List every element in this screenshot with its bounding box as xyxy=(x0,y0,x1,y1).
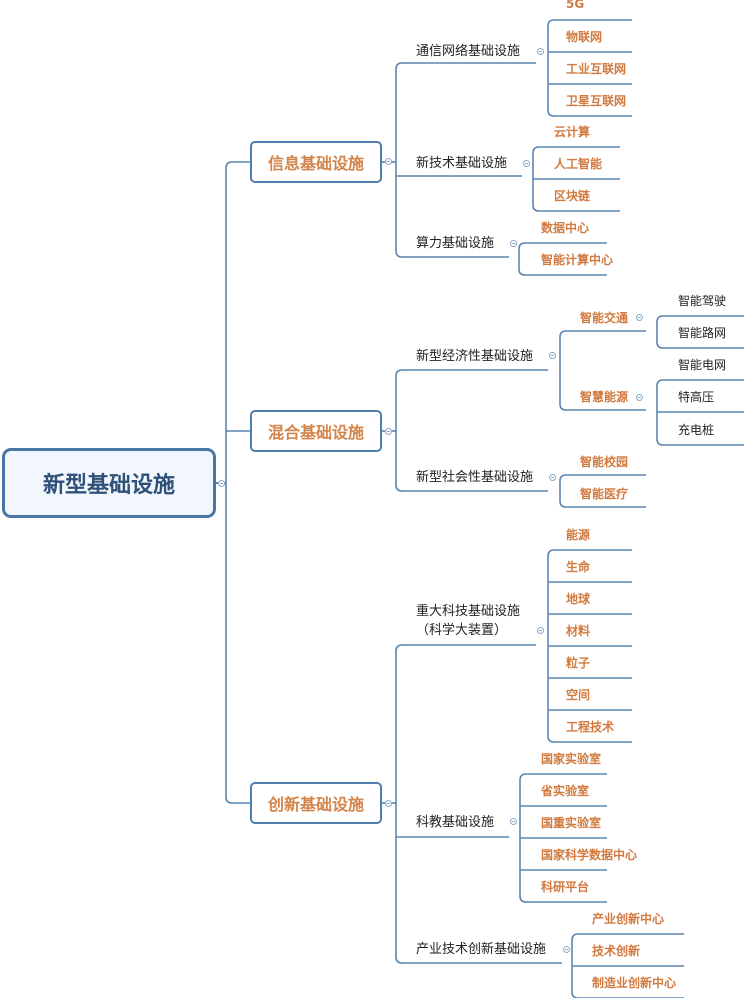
group-economic[interactable]: 新型经济性基础设施 xyxy=(416,349,534,364)
connector-line xyxy=(547,735,632,743)
leaf-national-lab[interactable]: 国家实验室 xyxy=(541,752,602,766)
collapse-icon[interactable] xyxy=(636,314,643,321)
connector-line xyxy=(395,644,536,652)
connector-line xyxy=(225,796,250,804)
connector-line xyxy=(395,250,509,258)
group-major-tech[interactable]: 重大科技基础设施 xyxy=(416,604,521,619)
connector-line xyxy=(519,773,607,781)
group-major-tech-sub: （科学大装置） xyxy=(416,623,508,638)
leaf-intelligent-computing[interactable]: 智能计算中心 xyxy=(541,253,614,267)
leaf-iot[interactable]: 物联网 xyxy=(566,30,603,44)
leaf-smart-traffic[interactable]: 智能交通 xyxy=(580,311,629,325)
collapse-icon[interactable] xyxy=(510,818,517,825)
leaf-blockchain[interactable]: 区块链 xyxy=(554,189,591,203)
connector-line xyxy=(559,403,646,411)
leaf-industry-innovation-center[interactable]: 产业创新中心 xyxy=(592,912,665,926)
collapse-icon[interactable] xyxy=(563,946,570,953)
leaf-materials[interactable]: 材料 xyxy=(566,624,591,638)
connector-line xyxy=(656,379,744,387)
connector-line xyxy=(547,109,632,117)
collapse-icon[interactable] xyxy=(510,240,517,247)
group-comm-network[interactable]: 通信网络基础设施 xyxy=(416,44,521,59)
root-node[interactable]: 新型基础设施 xyxy=(2,448,216,518)
leaf-earth[interactable]: 地球 xyxy=(566,592,591,606)
collapse-icon[interactable] xyxy=(385,800,392,807)
leaf-cloud[interactable]: 云计算 xyxy=(554,125,591,139)
connector-line xyxy=(571,991,684,998)
connector-line xyxy=(547,549,632,557)
collapse-icon[interactable] xyxy=(523,160,530,167)
category-label: 混合基础设施 xyxy=(267,423,364,442)
leaf-smart-energy[interactable]: 智慧能源 xyxy=(580,390,629,404)
connector-line xyxy=(547,19,632,27)
connector-line xyxy=(559,474,646,482)
leaf-ai[interactable]: 人工智能 xyxy=(554,157,603,171)
category-node-hybrid[interactable]: 混合基础设施 xyxy=(250,410,382,452)
collapse-icon[interactable] xyxy=(385,428,392,435)
category-node-info[interactable]: 信息基础设施 xyxy=(250,141,382,183)
leaf-smart-campus[interactable]: 智能校园 xyxy=(580,455,629,469)
group-social[interactable]: 新型社会性基础设施 xyxy=(416,470,534,485)
collapse-icon[interactable] xyxy=(537,48,544,55)
category-label: 信息基础设施 xyxy=(267,154,364,173)
connector-line xyxy=(395,369,548,377)
group-industry[interactable]: 产业技术创新基础设施 xyxy=(416,942,547,957)
connector-line xyxy=(532,204,620,212)
connector-line xyxy=(519,895,607,903)
group-compute[interactable]: 算力基础设施 xyxy=(416,236,495,251)
collapse-icon[interactable] xyxy=(549,352,556,359)
leaf-sci-data-center[interactable]: 国家科学数据中心 xyxy=(541,848,638,862)
collapse-icon[interactable] xyxy=(385,158,392,165)
leaf-manufacturing-innovation-center[interactable]: 制造业创新中心 xyxy=(592,976,677,990)
connector-line xyxy=(395,484,548,492)
leaf-charging-pile[interactable]: 充电桩 xyxy=(678,423,715,437)
collapse-icon[interactable] xyxy=(549,474,556,481)
leaf-data-center[interactable]: 数据中心 xyxy=(541,221,590,235)
group-new-tech[interactable]: 新技术基础设施 xyxy=(416,156,508,171)
leaf-key-lab[interactable]: 国重实验室 xyxy=(541,816,602,830)
leaf-smart-medical[interactable]: 智能医疗 xyxy=(580,487,629,501)
connector-line xyxy=(225,161,250,169)
leaf-uhv[interactable]: 特高压 xyxy=(678,390,715,404)
group-sci-edu[interactable]: 科教基础设施 xyxy=(416,815,495,830)
connector-line xyxy=(395,62,536,70)
connector-line xyxy=(518,268,607,276)
category-node-innovation[interactable]: 创新基础设施 xyxy=(250,782,382,824)
connector-line xyxy=(571,933,684,941)
leaf-life[interactable]: 生命 xyxy=(566,560,591,574)
connector-line xyxy=(518,242,607,250)
leaf-space[interactable]: 空间 xyxy=(566,688,591,702)
leaf-provincial-lab[interactable]: 省实验室 xyxy=(541,784,590,798)
connector-line xyxy=(559,330,646,338)
leaf-smart-driving[interactable]: 智能驾驶 xyxy=(678,294,727,308)
leaf-industrial-internet[interactable]: 工业互联网 xyxy=(566,62,627,76)
leaf-energy[interactable]: 能源 xyxy=(566,528,591,542)
category-label: 创新基础设施 xyxy=(267,795,364,814)
root-label: 新型基础设施 xyxy=(42,473,175,498)
connector-line xyxy=(559,500,646,508)
leaf-5g[interactable]: 5G xyxy=(566,0,585,11)
connector-line xyxy=(656,315,744,323)
leaf-smart-road[interactable]: 智能路网 xyxy=(678,326,727,340)
leaf-engineering[interactable]: 工程技术 xyxy=(566,720,615,734)
leaf-tech-innovation[interactable]: 技术创新 xyxy=(592,944,641,958)
connector-line xyxy=(395,956,562,964)
leaf-particles[interactable]: 粒子 xyxy=(566,656,591,670)
connector-line xyxy=(656,438,744,446)
collapse-icon[interactable] xyxy=(636,394,643,401)
leaf-smart-grid[interactable]: 智能电网 xyxy=(678,358,727,372)
leaf-satellite-internet[interactable]: 卫星互联网 xyxy=(566,94,627,108)
collapse-icon[interactable] xyxy=(537,627,544,634)
collapse-icon[interactable] xyxy=(218,480,225,487)
connector-line xyxy=(656,341,744,349)
leaf-research-platform[interactable]: 科研平台 xyxy=(541,880,590,894)
connector-line xyxy=(532,146,620,154)
